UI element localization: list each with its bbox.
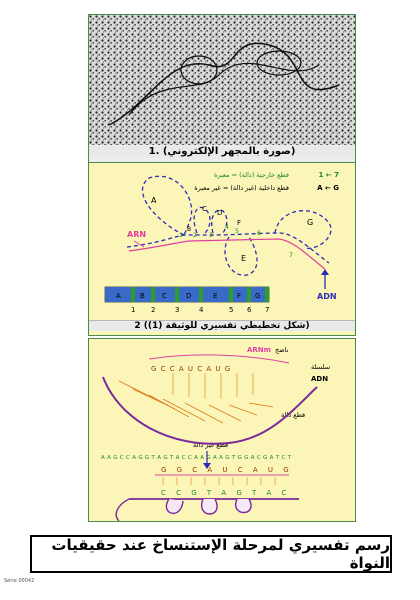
arn-arrow (133, 240, 145, 248)
loop-label-g: G (307, 218, 313, 227)
bar-exon-6 (247, 287, 251, 302)
bar-segment-g (251, 287, 265, 302)
schematic-caption: 2 (شكل تخطيطي تفسيري للوثيقة (1)) (89, 320, 355, 331)
svg-text:F: F (237, 292, 241, 300)
exon-number-4: 4 (225, 224, 229, 231)
loop-label-e: E (241, 254, 246, 263)
svg-text:E: E (213, 292, 217, 300)
schematic-panel: 1 ← 7 قطع خارجية (دالة) = معبرة A ← G قط… (88, 162, 356, 336)
page-title-box: رسم تفسيري لمرحلة الإستنساخ عند حقيقيات … (30, 535, 392, 573)
dna-strand (126, 232, 330, 264)
svg-text:G: G (255, 292, 260, 300)
bottom-rna-sequence: G G C A U C A U G (161, 466, 293, 474)
exon-number-3: 3 (209, 232, 213, 239)
splicing-drawing: ARNm ناضج سلسلة ADN قطع دالة قطع غير دال… (101, 346, 330, 521)
functional-label: قطع دالة (281, 411, 305, 419)
loop-label-c: C (202, 205, 207, 213)
intron-loop-g (274, 210, 332, 249)
svg-text:B: B (140, 292, 145, 300)
adn-label: ADN (317, 292, 337, 301)
footer-code: Série 00042 (4, 578, 35, 584)
bar-segment-e (203, 287, 229, 302)
bar-exon-2 (151, 287, 155, 302)
pairing-lines-vertical (172, 373, 254, 399)
exon-number-1: 1 (179, 232, 183, 239)
dna-arc (102, 376, 318, 445)
arnm-label: ARNm (247, 346, 271, 354)
legend-introns-key: A ← G (317, 184, 339, 192)
loop-label-d: D (217, 209, 222, 217)
svg-text:C: C (162, 292, 167, 300)
micrograph-image (89, 15, 355, 145)
page-title: رسم تفسيري لمرحلة الإستنساخ عند حقيقيات … (51, 536, 390, 572)
exon-number-6: 6 (257, 230, 261, 237)
svg-text:D: D (186, 292, 191, 300)
nonfunctional-label: قطع غير دالة (193, 441, 228, 449)
splicing-panel: ARNm ناضج سلسلة ADN قطع دالة قطع غير دال… (88, 338, 356, 522)
intron-loop-d (211, 209, 228, 234)
bar-segment-d (179, 287, 199, 302)
adn-label-3: ADN (311, 375, 328, 383)
loop-label-b: B (187, 226, 191, 233)
micrograph-panel: 1. (صورة بالمجهر الإلكتروني) (88, 14, 356, 164)
top-rna-strand (148, 354, 290, 364)
loop-label-a: A (151, 196, 157, 205)
exon-number-5: 5 (235, 228, 239, 235)
strand-label: سلسلة (311, 363, 330, 371)
bottom-tail-left (115, 498, 130, 521)
bottom-dna-sequence: C C G T A G T A C (161, 489, 290, 497)
bar-exon-1 (131, 287, 135, 302)
schematic-drawing: 1 ← 7 قطع خارجية (دالة) = معبرة A ← G قط… (126, 171, 340, 301)
loop-label-f: F (237, 219, 241, 227)
svg-text:7: 7 (265, 306, 269, 314)
bottom-loop-3 (234, 498, 252, 514)
bar-exon-3 (175, 287, 179, 302)
svg-text:5: 5 (229, 306, 233, 314)
bottom-pair-ticks (162, 477, 276, 485)
exon-number-7: 7 (289, 252, 293, 259)
bar-exon-7 (265, 287, 269, 302)
legend-exons-key: 1 ← 7 (319, 171, 340, 179)
dna-arc-sequence: A A G C C A G G T A G T A C C A A G A A … (101, 455, 292, 461)
svg-text:A: A (116, 292, 121, 300)
down-arrowhead (203, 463, 211, 469)
legend-introns-text: قطع داخلية (غير دالة) = غير معبرة (194, 184, 289, 192)
svg-text:2: 2 (151, 306, 155, 314)
gene-bar: A B C D E F G 1 2 3 4 5 6 7 (104, 286, 269, 314)
arn-label: ARN (127, 230, 146, 239)
rna-strand (128, 238, 326, 270)
intron-loop-c (193, 206, 211, 234)
bar-segment-a (105, 287, 131, 302)
legend-exons-text: قطع خارجية (دالة) = معبرة (214, 171, 289, 179)
micrograph-caption: 1. (صورة بالمجهر الإلكتروني) (89, 146, 355, 157)
bar-segment-c (155, 287, 175, 302)
intron-loop-a (141, 175, 193, 236)
top-rna-sequence: G C C A U C A U G (151, 365, 231, 373)
bar-segment-b (135, 287, 151, 302)
bottom-loop-2 (200, 498, 218, 515)
bottom-loop-1 (165, 498, 184, 514)
bar-segment-f (233, 287, 247, 302)
svg-text:1: 1 (131, 306, 135, 314)
intron-loop-e (224, 236, 258, 276)
bar-exon-5 (229, 287, 233, 302)
exon-number-2: 2 (193, 232, 197, 239)
svg-text:3: 3 (175, 306, 179, 314)
adn-arrowhead (321, 269, 329, 275)
arnm-prefix: ناضج (275, 346, 289, 354)
svg-text:4: 4 (199, 306, 204, 314)
svg-text:6: 6 (247, 306, 252, 314)
bar-exon-4 (199, 287, 203, 302)
pairing-lines (118, 380, 274, 424)
